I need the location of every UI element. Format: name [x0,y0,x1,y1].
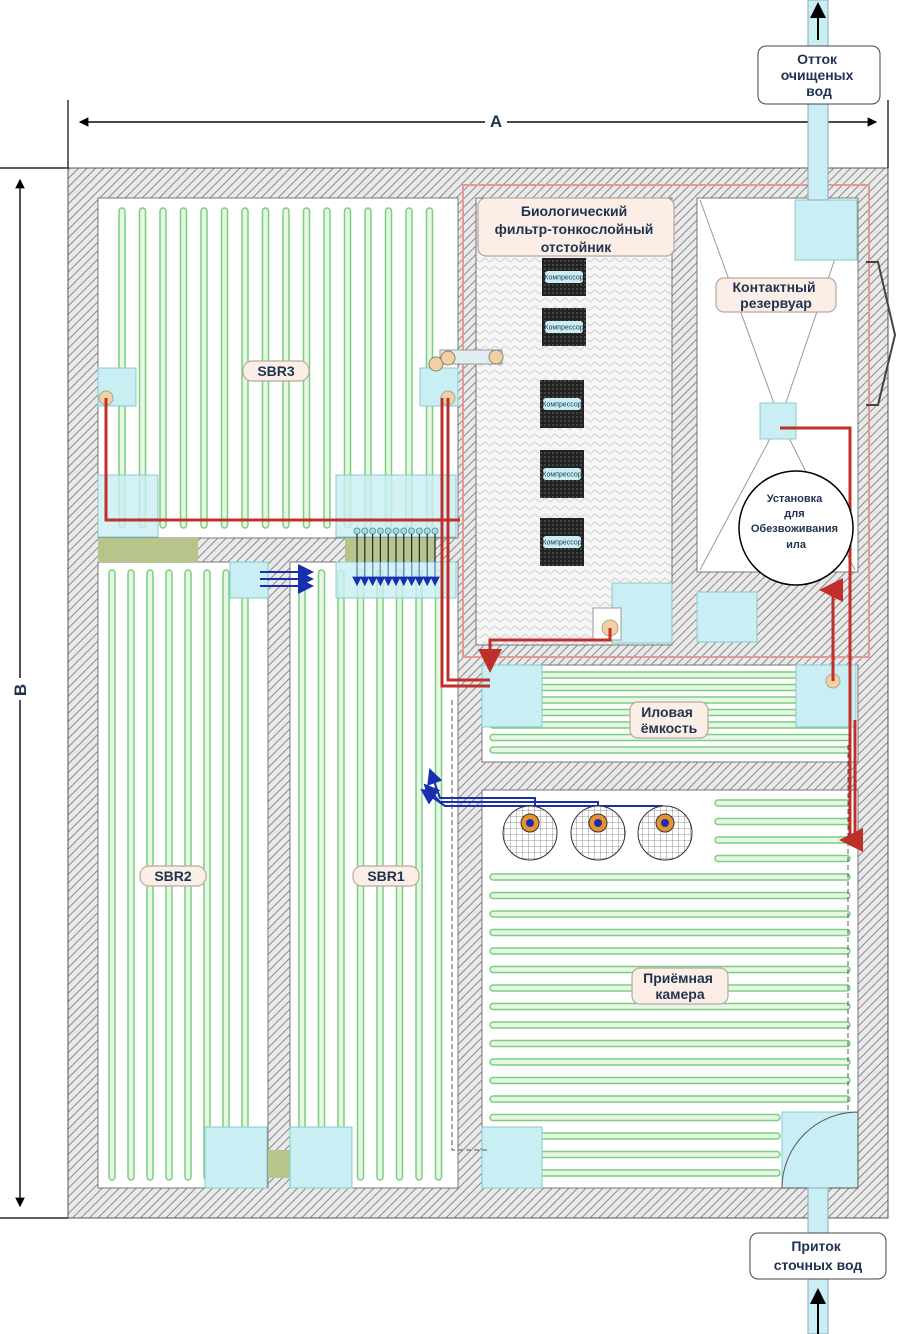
aeration-tube [298,569,306,1181]
aeration-tube [317,569,326,1181]
outflow-module [794,199,858,261]
aeration-tube [108,569,116,1181]
bio-filter-outline [462,184,870,658]
aeration-tube [489,1113,781,1122]
sbr1-label-box [352,865,420,887]
aeration-tube [714,817,851,826]
compressor-label: Компрессор [542,402,581,409]
receiving-chamber-label-box [631,967,729,1005]
sbr-overflow [345,538,435,562]
compressor-label: Компрессор [544,325,583,332]
sbr3-label: SBR3 [257,363,295,379]
transfer-channel [451,700,490,1151]
aeration-tube [489,1058,851,1066]
aeration-tube [489,947,851,955]
aeration-tube [337,569,345,1181]
inlet-module [481,1126,543,1189]
aeration-tube [179,207,188,529]
aeration-tube [220,207,229,529]
compressor-label: Компрессор [544,275,583,282]
aeration-tube [323,207,331,529]
aeration-tube [489,746,851,754]
aeration-tube [489,1095,851,1103]
aeration-tube [489,928,851,937]
filter-module [611,582,673,644]
dewatering-unit [738,470,854,586]
dewatering-label: Установка для Обезвоживания ила [751,493,841,551]
decanter-module [204,1126,268,1189]
aeration-tube [200,207,208,529]
sludge-tank-label: Иловая ёмкость [641,704,698,736]
compressor-label: Компрессор [542,540,581,547]
aeration-tube [489,1076,851,1085]
sbr1-label: SBR1 [367,868,405,884]
decanter-pipes [352,527,440,587]
blower-group [502,805,693,861]
sludge-module [481,664,543,728]
sludge-pipes [104,398,863,852]
compressor-label: Компрессор [542,472,581,479]
sbr-overflow [98,538,198,562]
outflow-label-box [757,45,881,105]
side-hatch [866,261,897,406]
inlet-screen [781,1111,859,1189]
decanter-module [97,474,159,538]
aeration-tube [489,1039,851,1048]
dimension-a [67,100,889,168]
aeration-tube [489,873,851,881]
decanter-module [289,1126,353,1189]
sbr2-label-box [139,865,207,887]
bio-filter-label-box [477,197,675,257]
compressor-group: КомпрессорКомпрессорКомпрессорКомпрессор… [540,258,586,566]
bio-filter-label: Биологический фильтр-тонкослойный отстой… [495,203,658,255]
receiving-chamber-label: Приёмная камера [643,970,717,1002]
screen-fan-icon [781,1111,859,1189]
aeration-tube [159,207,167,529]
filter-module [696,591,758,643]
aeration-tube [489,910,851,918]
inflow-label: Приток сточных вод [774,1238,863,1273]
aeration-tube [489,891,851,900]
sludge-tank-label-box [629,701,709,739]
dimension-b-label: B [11,684,30,696]
dimension-a-label: A [490,112,502,131]
aeration-tube [714,836,851,844]
inflow-label-box [749,1232,887,1280]
aeration-tube [222,569,230,1181]
aeration-tube [127,569,135,1181]
aeration-tube [241,569,249,1181]
sbr3-label-box [242,360,310,382]
contact-tank-label: Контактный резервуар [733,279,820,311]
aeration-tube [489,1021,851,1029]
contact-tank-label-box [715,277,837,313]
aeration-tube [714,854,851,863]
outflow-label: Отток очищеных вод [781,51,858,99]
sludge-module [795,664,857,728]
sbr2-label: SBR2 [154,868,192,884]
pump-module [759,402,797,440]
aeration-tube [714,799,851,807]
sbr-overflow [268,1150,290,1178]
